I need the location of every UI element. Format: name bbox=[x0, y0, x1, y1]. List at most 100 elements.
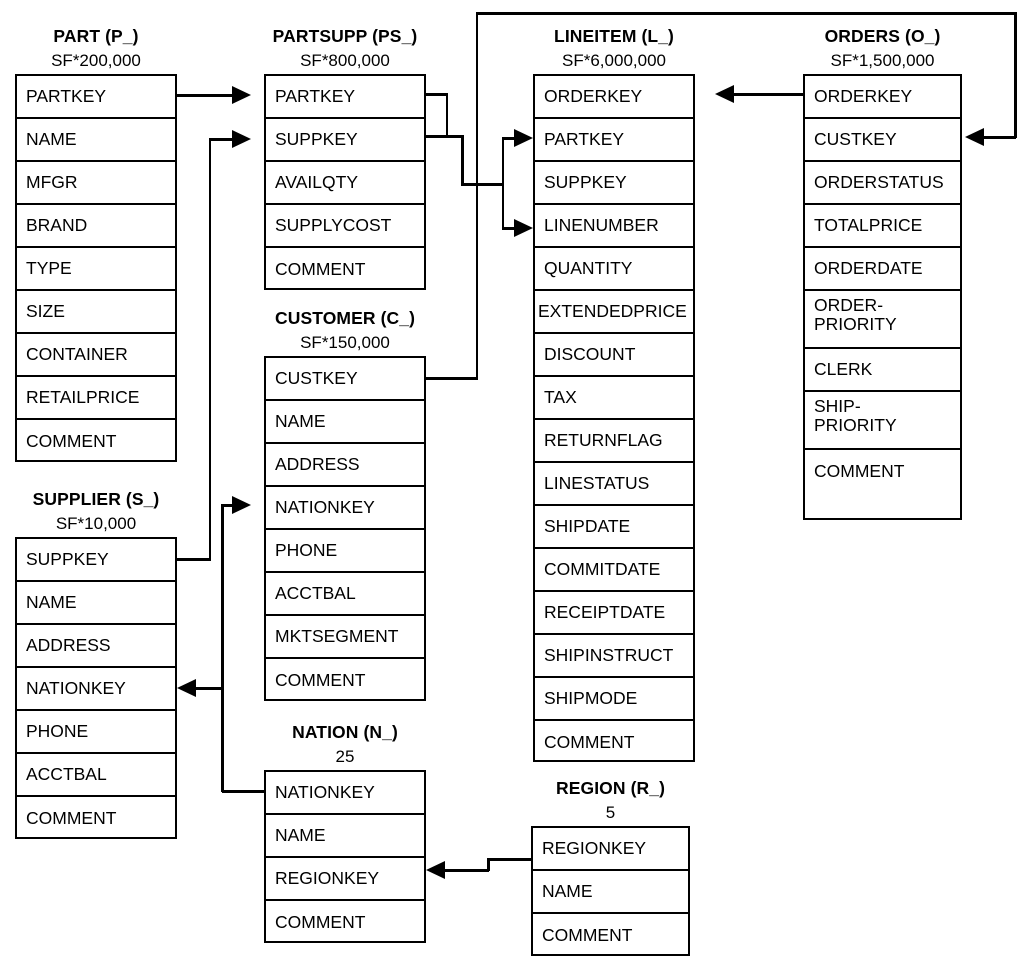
field-part-name[interactable]: NAME bbox=[17, 119, 175, 162]
field-nation-name[interactable]: NAME bbox=[266, 815, 424, 858]
connector-segment bbox=[469, 869, 489, 872]
field-lineitem-quantity[interactable]: QUANTITY bbox=[535, 248, 693, 291]
field-lineitem-commitdate[interactable]: COMMITDATE bbox=[535, 549, 693, 592]
field-supplier-name[interactable]: NAME bbox=[17, 582, 175, 625]
field-nation-nationkey[interactable]: NATIONKEY bbox=[266, 772, 424, 815]
connector-segment bbox=[501, 137, 516, 140]
connector-segment bbox=[734, 93, 803, 96]
field-supplier-acctbal[interactable]: ACCTBAL bbox=[17, 754, 175, 797]
field-customer-phone[interactable]: PHONE bbox=[266, 530, 424, 573]
field-lineitem-orderkey[interactable]: ORDERKEY bbox=[535, 76, 693, 119]
connector-segment bbox=[461, 183, 504, 186]
field-part-mfgr[interactable]: MFGR bbox=[17, 162, 175, 205]
connector-segment bbox=[501, 137, 504, 229]
field-lineitem-shipdate[interactable]: SHIPDATE bbox=[535, 506, 693, 549]
field-orders-custkey[interactable]: CUSTKEY bbox=[805, 119, 960, 162]
field-supplier-suppkey[interactable]: SUPPKEY bbox=[17, 539, 175, 582]
connector-segment bbox=[487, 858, 531, 861]
field-region-name[interactable]: NAME bbox=[533, 871, 688, 914]
entity-partsupp-count: SF*800,000 bbox=[300, 51, 390, 70]
entity-part-fields: PARTKEY NAME MFGR BRAND TYPE SIZE CONTAI… bbox=[15, 74, 177, 462]
field-customer-comment[interactable]: COMMENT bbox=[275, 670, 366, 691]
field-lineitem-linestatus[interactable]: LINESTATUS bbox=[535, 463, 693, 506]
field-part-partkey[interactable]: PARTKEY bbox=[17, 76, 175, 119]
entity-orders-title: ORDERS (O_) bbox=[824, 26, 941, 46]
arrowhead-right-icon bbox=[232, 130, 251, 148]
field-lineitem-extendedprice[interactable]: EXTENDEDPRICE bbox=[535, 291, 693, 334]
arrowhead-right-icon bbox=[514, 129, 533, 147]
field-customer-name[interactable]: NAME bbox=[266, 401, 424, 444]
connector-segment bbox=[445, 135, 464, 138]
field-orders-orderstatus[interactable]: ORDERSTATUS bbox=[805, 162, 960, 205]
entity-region-title: REGION (R_) bbox=[555, 778, 666, 798]
field-partsupp-availqty[interactable]: AVAILQTY bbox=[266, 162, 424, 205]
field-part-brand[interactable]: BRAND bbox=[17, 205, 175, 248]
entity-orders-fields: ORDERKEY CUSTKEY ORDERSTATUS TOTALPRICE … bbox=[803, 74, 962, 520]
field-customer-acctbal[interactable]: ACCTBAL bbox=[266, 573, 424, 616]
field-part-comment[interactable]: COMMENT bbox=[26, 431, 117, 452]
field-lineitem-partkey[interactable]: PARTKEY bbox=[535, 119, 693, 162]
field-supplier-phone[interactable]: PHONE bbox=[17, 711, 175, 754]
connector-segment bbox=[208, 138, 211, 560]
field-orders-comment[interactable]: COMMENT bbox=[814, 461, 905, 482]
field-orders-clerk[interactable]: CLERK bbox=[805, 349, 960, 392]
entity-supplier-title: SUPPLIER (S_) bbox=[32, 489, 160, 509]
field-nation-comment[interactable]: COMMENT bbox=[275, 912, 366, 933]
field-orders-order-priority-line1: ORDER- bbox=[814, 295, 884, 315]
field-lineitem-comment[interactable]: COMMENT bbox=[544, 732, 635, 753]
field-part-type[interactable]: TYPE bbox=[17, 248, 175, 291]
field-orders-totalprice[interactable]: TOTALPRICE bbox=[805, 205, 960, 248]
field-partsupp-comment[interactable]: COMMENT bbox=[275, 259, 366, 280]
field-supplier-nationkey[interactable]: NATIONKEY bbox=[17, 668, 175, 711]
field-orders-ship-priority-line1: SHIP- bbox=[814, 396, 861, 416]
field-customer-address[interactable]: ADDRESS bbox=[266, 444, 424, 487]
field-lineitem-tax[interactable]: TAX bbox=[535, 377, 693, 420]
connector-segment bbox=[445, 93, 448, 137]
arrowhead-left-icon bbox=[177, 679, 196, 697]
connector-segment bbox=[501, 227, 516, 230]
field-nation-regionkey[interactable]: REGIONKEY bbox=[266, 858, 424, 901]
arrowhead-right-icon bbox=[232, 496, 251, 514]
entity-nation-fields: NATIONKEY NAME REGIONKEY COMMENT bbox=[264, 770, 426, 943]
field-part-retailprice[interactable]: RETAILPRICE bbox=[17, 377, 175, 420]
field-orders-order-priority-line2: PRIORITY bbox=[814, 313, 897, 334]
field-lineitem-receiptdate[interactable]: RECEIPTDATE bbox=[535, 592, 693, 635]
field-orders-orderkey[interactable]: ORDERKEY bbox=[805, 76, 960, 119]
connector-segment bbox=[221, 504, 233, 507]
field-orders-ship-priority[interactable]: SHIP- PRIORITY bbox=[805, 392, 960, 450]
field-region-regionkey[interactable]: REGIONKEY bbox=[533, 828, 688, 871]
entity-region-fields: REGIONKEY NAME COMMENT bbox=[531, 826, 690, 956]
entity-nation-title: NATION (N_) bbox=[292, 722, 398, 742]
field-lineitem-discount[interactable]: DISCOUNT bbox=[535, 334, 693, 377]
field-supplier-address[interactable]: ADDRESS bbox=[17, 625, 175, 668]
connector-segment bbox=[984, 136, 1016, 139]
field-lineitem-linenumber[interactable]: LINENUMBER bbox=[535, 205, 693, 248]
field-partsupp-suppkey[interactable]: SUPPKEY bbox=[266, 119, 424, 162]
field-part-size[interactable]: SIZE bbox=[17, 291, 175, 334]
field-part-container[interactable]: CONTAINER bbox=[17, 334, 175, 377]
field-lineitem-shipinstruct[interactable]: SHIPINSTRUCT bbox=[535, 635, 693, 678]
field-partsupp-supplycost[interactable]: SUPPLYCOST bbox=[266, 205, 424, 248]
entity-supplier-fields: SUPPKEY NAME ADDRESS NATIONKEY PHONE ACC… bbox=[15, 537, 177, 839]
field-customer-custkey[interactable]: CUSTKEY bbox=[266, 358, 424, 401]
connector-segment bbox=[487, 858, 490, 871]
field-supplier-comment[interactable]: COMMENT bbox=[26, 808, 117, 829]
field-customer-mktsegment[interactable]: MKTSEGMENT bbox=[266, 616, 424, 659]
connector-segment bbox=[444, 869, 469, 872]
connector-segment bbox=[426, 135, 448, 138]
field-orders-ship-priority-line2: PRIORITY bbox=[814, 414, 897, 435]
connector-segment bbox=[461, 135, 464, 185]
arrowhead-left-icon bbox=[965, 128, 984, 146]
connector-segment bbox=[426, 377, 478, 380]
arrowhead-right-icon bbox=[232, 86, 251, 104]
field-orders-order-priority[interactable]: ORDER- PRIORITY bbox=[805, 291, 960, 349]
field-lineitem-suppkey[interactable]: SUPPKEY bbox=[535, 162, 693, 205]
field-lineitem-returnflag[interactable]: RETURNFLAG bbox=[535, 420, 693, 463]
field-lineitem-shipmode[interactable]: SHIPMODE bbox=[535, 678, 693, 721]
field-orders-orderdate[interactable]: ORDERDATE bbox=[805, 248, 960, 291]
field-customer-nationkey[interactable]: NATIONKEY bbox=[266, 487, 424, 530]
field-partsupp-partkey[interactable]: PARTKEY bbox=[266, 76, 424, 119]
field-region-comment[interactable]: COMMENT bbox=[542, 925, 633, 946]
entity-customer-count: SF*150,000 bbox=[300, 333, 390, 352]
